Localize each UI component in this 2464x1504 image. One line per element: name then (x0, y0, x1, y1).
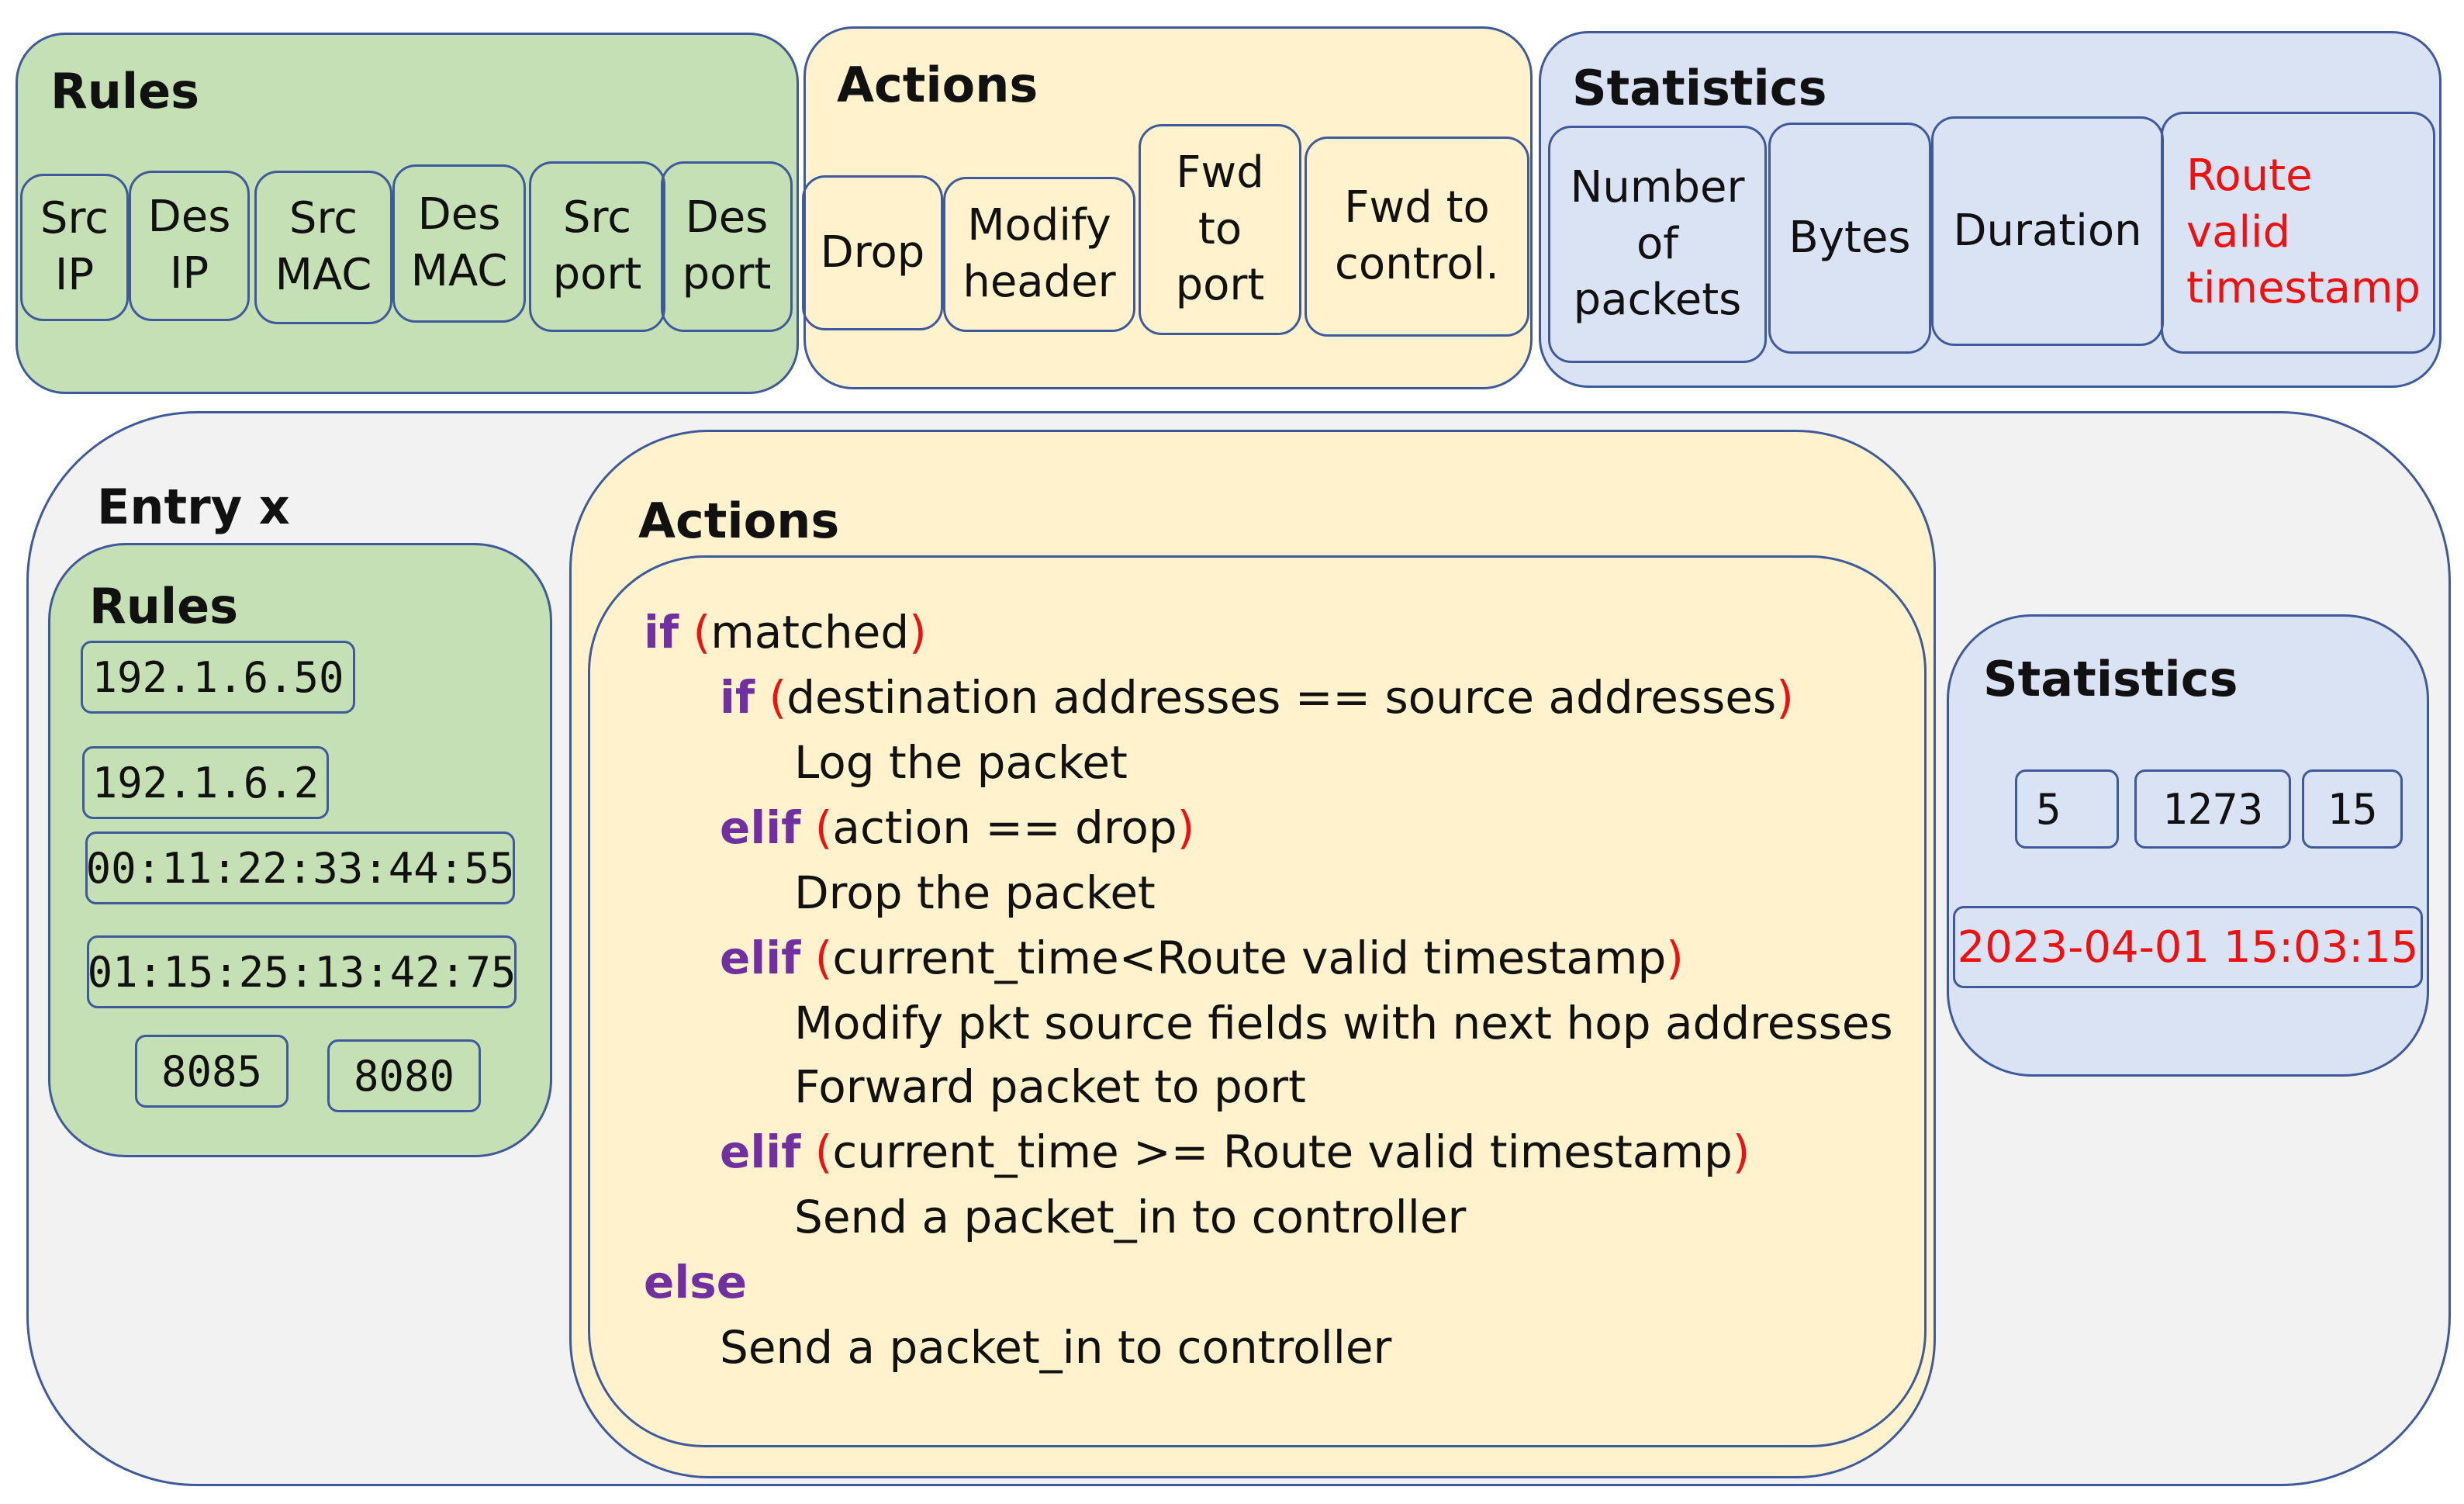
code-line-2: if (destination addresses == source addr… (720, 671, 1794, 724)
rule-des-mac-value: 01:15:25:13:42:75 (87, 935, 517, 1008)
code-line-10: Send a packet_in to controller (794, 1191, 1467, 1243)
code-line-5: Drop the packet (794, 866, 1156, 919)
stat-duration: Duration (1931, 116, 2164, 346)
stat-packets-value: 5 (2015, 769, 2119, 849)
field-src-ip: Src IP (20, 174, 129, 321)
rule-src-ip-value: 192.1.6.50 (81, 641, 355, 714)
action-code-box (588, 555, 1927, 1447)
code-line-1: if (matched) (644, 606, 927, 659)
action-fwd-to-control: Fwd to control. (1305, 137, 1529, 337)
field-src-mac: Src MAC (254, 171, 392, 324)
entry-title: Entry x (97, 479, 290, 535)
top-actions-panel: Actions (803, 26, 1533, 389)
field-src-port: Src port (529, 161, 665, 332)
rule-des-port-value: 8080 (327, 1039, 481, 1112)
field-des-mac: Des MAC (392, 164, 526, 323)
entry-actions-title: Actions (638, 493, 840, 549)
code-line-9: elif (current_time >= Route valid timest… (720, 1125, 1750, 1178)
rule-src-mac-value: 00:11:22:33:44:55 (85, 832, 515, 904)
code-line-7: Modify pkt source fields with next hop a… (794, 997, 1893, 1049)
top-rules-title: Rules (50, 63, 200, 119)
code-line-6: elif (current_time<Route valid timestamp… (720, 932, 1684, 984)
entry-statistics-panel: Statistics (1947, 614, 2429, 1077)
entry-rules-title: Rules (89, 578, 239, 634)
code-line-3: Log the packet (794, 736, 1128, 789)
stat-route-valid-timestamp: Route valid timestamp (2161, 112, 2435, 354)
top-rules-panel: Rules (16, 33, 799, 394)
entry-statistics-title: Statistics (1983, 651, 2238, 707)
code-line-4: elif (action == drop) (720, 801, 1195, 854)
code-line-12: Send a packet_in to controller (720, 1321, 1392, 1374)
stat-bytes: Bytes (1768, 123, 1931, 354)
action-drop: Drop (802, 175, 943, 330)
top-statistics-title: Statistics (1572, 60, 1827, 116)
top-statistics-panel: Statistics (1539, 31, 2442, 388)
code-line-11: else (644, 1256, 748, 1309)
entry-rules-panel: Rules (48, 543, 552, 1157)
stat-number-of-packets: Number of packets (1548, 126, 1767, 363)
rule-des-ip-value: 192.1.6.2 (82, 746, 329, 819)
stat-bytes-value: 1273 (2134, 769, 2291, 849)
field-des-ip: Des IP (129, 171, 250, 321)
top-actions-title: Actions (837, 57, 1038, 113)
rule-src-port-value: 8085 (135, 1035, 289, 1108)
field-des-port: Des port (661, 161, 793, 332)
action-fwd-to-port: Fwd to port (1139, 124, 1301, 335)
stat-timestamp-value: 2023-04-01 15:03:15 (1953, 906, 2423, 988)
stat-duration-value: 15 (2302, 769, 2403, 849)
action-modify-header: Modify header (943, 177, 1135, 332)
code-line-8: Forward packet to port (794, 1060, 1306, 1113)
